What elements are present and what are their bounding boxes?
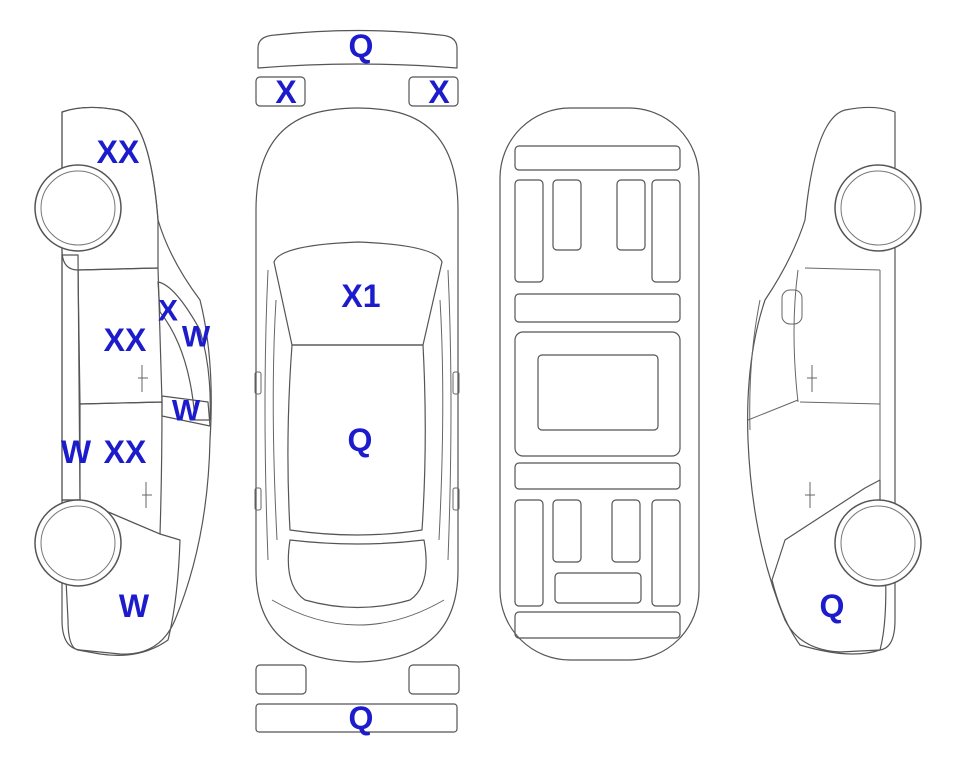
- top-view-body: [255, 107, 459, 663]
- left-front-pillar-w-label: W: [182, 321, 211, 354]
- left-side-view: [34, 106, 212, 656]
- front-parts: [255, 29, 459, 107]
- left-front-door-label: XX: [104, 322, 147, 358]
- left-taillight-panel[interactable]: [255, 664, 307, 695]
- right-rear-quarter-panel[interactable]: [771, 479, 887, 655]
- hood-label: X1: [341, 278, 380, 314]
- left-front-pillar-label: X: [158, 295, 178, 328]
- left-front-pillar-panel[interactable]: [157, 281, 211, 421]
- hood-panel[interactable]: [273, 241, 443, 346]
- left-mid-pillar-panel[interactable]: [161, 395, 211, 427]
- trunk-panel[interactable]: [287, 539, 427, 609]
- top-view-car: [254, 107, 460, 663]
- underbody-view: [499, 107, 700, 661]
- roof-label: Q: [348, 422, 373, 458]
- right-taillight-panel[interactable]: [408, 664, 460, 695]
- rear-parts: [255, 664, 460, 733]
- left-front-fender-label: XX: [97, 134, 140, 170]
- right-rear-quarter-label: Q: [820, 588, 845, 624]
- right-headlight-label: X: [428, 74, 450, 110]
- right-side-body: [747, 106, 896, 653]
- left-mid-pillar-label: W: [172, 395, 201, 428]
- left-front-fender-panel[interactable]: [61, 106, 159, 271]
- left-rear-quarter-panel[interactable]: [61, 499, 181, 656]
- damage-labels: Q X X X1 Q Q XX XX X W W W XX W Q: [61, 28, 845, 736]
- rear-bumper-label: Q: [349, 700, 374, 736]
- left-rear-quarter-label: W: [119, 588, 150, 624]
- right-headlight-panel[interactable]: [408, 76, 459, 107]
- front-bumper-label: Q: [349, 28, 374, 64]
- left-sill-label: W: [61, 434, 92, 470]
- front-bumper-panel[interactable]: [257, 29, 458, 69]
- left-headlight-label: X: [275, 74, 297, 110]
- right-side-view: [747, 106, 922, 655]
- left-headlight-panel[interactable]: [255, 76, 306, 107]
- underbody-outline: [499, 107, 700, 661]
- roof-panel[interactable]: [287, 344, 426, 536]
- rear-bumper-panel[interactable]: [255, 703, 458, 733]
- left-rear-door-label: XX: [104, 434, 147, 470]
